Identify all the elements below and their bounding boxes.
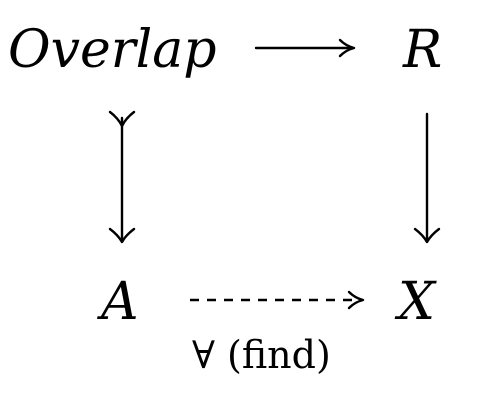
arrow-left <box>108 110 136 244</box>
arrow-bottom-label: ∀ (find) <box>192 333 331 377</box>
node-a: A <box>97 272 139 332</box>
arrow-right <box>413 112 441 244</box>
arrow-top <box>254 38 356 58</box>
arrow-bottom <box>190 290 365 310</box>
node-overlap: Overlap <box>8 20 217 80</box>
node-x: X <box>394 272 437 332</box>
node-r: R <box>402 20 442 80</box>
